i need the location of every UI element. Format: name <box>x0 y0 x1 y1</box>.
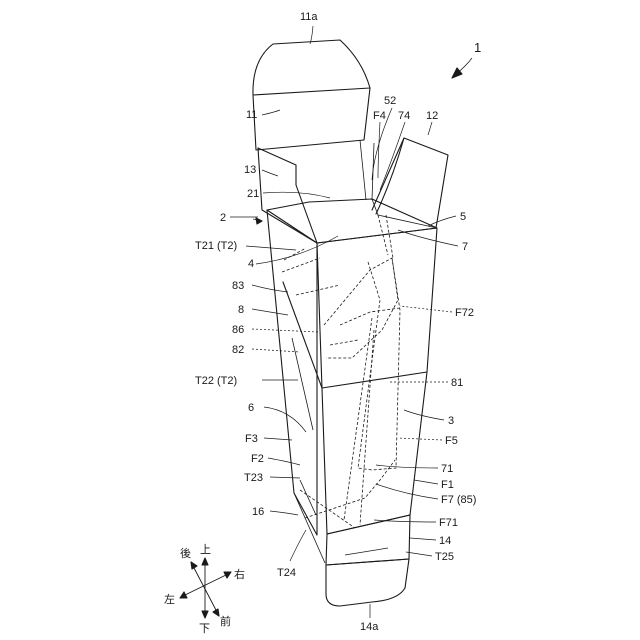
axis-left: 左 <box>164 593 175 606</box>
label-t25: T25 <box>435 551 454 563</box>
label-f7: F7 (85) <box>441 494 476 506</box>
label-81: 81 <box>451 377 463 389</box>
direction-axes: 後 上 右 左 下 前 <box>164 543 245 635</box>
label-8: 8 <box>238 304 244 316</box>
label-71: 71 <box>441 463 453 475</box>
label-2: 2 <box>220 212 226 224</box>
label-14: 14 <box>439 535 451 547</box>
label-5: 5 <box>460 211 466 223</box>
label-f3: F3 <box>245 433 258 445</box>
label-f71: F71 <box>439 517 458 529</box>
axis-back: 後 <box>180 546 191 560</box>
label-f5: F5 <box>445 435 458 447</box>
label-21: 21 <box>247 188 259 200</box>
label-11: 11 <box>246 109 257 121</box>
label-f1: F1 <box>441 479 454 491</box>
axis-right: 右 <box>234 567 245 581</box>
label-86: 86 <box>232 324 244 336</box>
top-flap-11 <box>253 40 370 150</box>
leader-lines <box>230 26 458 618</box>
label-4: 4 <box>248 258 254 270</box>
label-13: 13 <box>244 164 256 176</box>
label-6: 6 <box>248 402 254 414</box>
label-82: 82 <box>232 344 244 356</box>
label-t22: T22 (T2) <box>195 375 237 387</box>
label-14a: 14a <box>360 621 379 633</box>
label-f72: F72 <box>455 307 474 319</box>
label-83: 83 <box>232 280 244 292</box>
label-t24: T24 <box>277 567 296 579</box>
reference-arrow-2 <box>256 218 262 224</box>
label-16: 16 <box>252 506 264 518</box>
label-12: 12 <box>426 110 438 122</box>
axis-down: 下 <box>199 623 210 635</box>
side-flap-13 <box>258 148 317 243</box>
reference-labels: 1 11a 11 13 21 2 T21 (T2) 4 83 8 86 82 T… <box>195 11 481 633</box>
axis-up: 上 <box>200 543 211 556</box>
label-f4: F4 <box>373 110 386 122</box>
label-7: 7 <box>462 241 468 253</box>
label-t23: T23 <box>244 472 263 484</box>
label-52: 52 <box>384 95 396 107</box>
top-face-21 <box>267 140 437 243</box>
label-f2: F2 <box>251 453 264 465</box>
carton-body <box>267 210 437 606</box>
reference-arrow-1 <box>452 58 472 78</box>
label-74: 74 <box>398 110 410 122</box>
label-t21: T21 (T2) <box>195 240 237 252</box>
label-3: 3 <box>448 415 454 427</box>
side-flap-12 <box>372 138 448 228</box>
axis-front: 前 <box>220 614 231 628</box>
label-11a: 11a <box>300 11 318 23</box>
label-1: 1 <box>474 40 481 55</box>
